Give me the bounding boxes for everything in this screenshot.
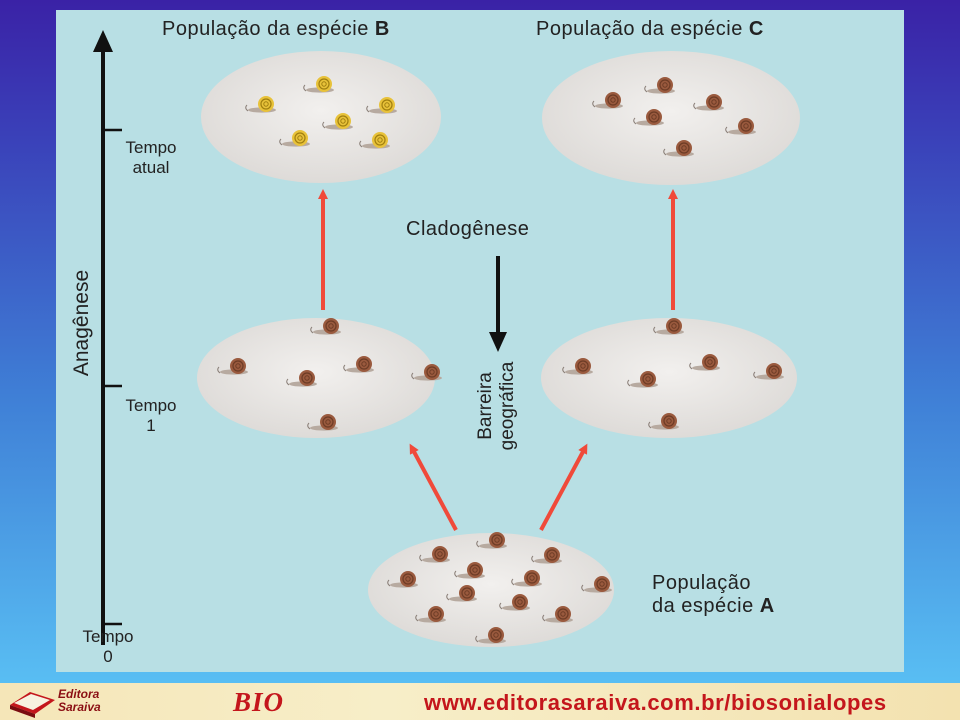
subject-logo: BIO — [233, 687, 285, 717]
barreira-label-line1: Barreira — [475, 372, 496, 440]
evolution-arrows — [318, 189, 678, 531]
publisher-logo: Editora Saraiva — [58, 688, 101, 714]
tempo-atual-label: Tempo atual — [114, 138, 188, 178]
species-b-letter: B — [374, 18, 390, 40]
species-a-label: População da espécie A — [652, 572, 775, 618]
species-b-heading-text: População da espécie — [162, 18, 375, 40]
population-left-time1 — [197, 318, 435, 438]
tempo-0-line1: Tempo — [82, 627, 134, 646]
anagenese-label: Anagênese — [70, 270, 93, 376]
barrier-arrow — [489, 256, 507, 352]
website-link[interactable]: www.editorasaraiva.com.br/biosonialopes — [424, 690, 887, 715]
arrow-a-to-left — [409, 443, 458, 531]
species-c-heading-text: População da espécie — [536, 18, 749, 40]
species-c-heading: População da espécie C — [536, 18, 764, 41]
arrow-down-icon — [489, 332, 507, 352]
footer-bar — [0, 683, 960, 720]
species-a-line1: População — [652, 572, 752, 594]
tempo-1-line2: 1 — [146, 416, 156, 435]
barreira-label-line2: geográfica — [497, 361, 518, 450]
anagenesis-axis — [93, 30, 122, 645]
population-c-current — [542, 51, 800, 185]
arrow-a-to-right — [539, 443, 588, 531]
tempo-1-label: Tempo 1 — [112, 396, 190, 436]
species-b-heading: População da espécie B — [162, 18, 390, 41]
population-b-current — [201, 51, 441, 183]
tempo-0-label: Tempo 0 — [70, 627, 146, 667]
species-c-letter: C — [748, 18, 764, 40]
publisher-line2: Saraiva — [58, 700, 101, 714]
cladogenese-label: Cladogênese — [406, 218, 530, 240]
population-right-time1 — [541, 318, 797, 438]
tempo-1-line1: Tempo — [125, 396, 177, 415]
tempo-atual-line1: Tempo — [125, 138, 177, 157]
species-a-line2-text: da espécie — [652, 595, 760, 617]
tempo-atual-line2: atual — [132, 158, 170, 177]
publisher-line1: Editora — [58, 687, 100, 701]
tempo-0-line2: 0 — [103, 647, 113, 666]
species-a-letter: A — [759, 595, 775, 617]
axis-arrowhead-icon — [93, 30, 113, 52]
species-a-line2: da espécie A — [652, 595, 775, 618]
